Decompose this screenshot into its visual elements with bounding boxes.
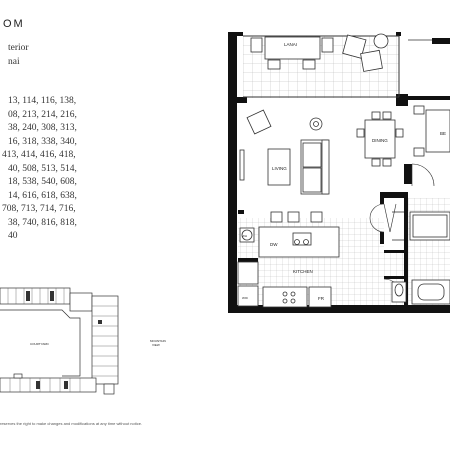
exterior-walls <box>228 32 450 313</box>
unit-row: 16, 318, 338, 340, <box>8 136 77 147</box>
site-label-mountain-view-1: MOUNTAIN <box>150 339 166 343</box>
label-washer-dryer: W/D <box>242 296 249 300</box>
site-building-south <box>0 377 97 393</box>
room-label-kitchen: KITCHEN <box>293 269 313 274</box>
disclaimer-text: reserves the right to make changes and m… <box>0 421 143 426</box>
site-label-mountain-view-2: VIEW <box>152 343 160 347</box>
unit-row: 13, 114, 116, 138, <box>8 96 77 106</box>
unit-row: 413, 414, 416, 418, <box>2 150 76 160</box>
room-label-bedroom: BE <box>440 131 446 136</box>
bath-fixtures <box>391 211 450 305</box>
room-label-dining: DINING <box>372 138 388 143</box>
floorplan-title: OM <box>3 18 25 30</box>
bedroom-furniture <box>413 105 450 157</box>
label-fridge: FR <box>318 296 325 301</box>
unit-row: 14, 616, 618, 638, <box>8 190 77 201</box>
dining-set <box>356 111 404 167</box>
living-furniture <box>239 109 330 195</box>
kitchen-cabinets <box>237 211 340 308</box>
subtitle-line-1: terior <box>8 43 29 53</box>
unit-row: 38, 740, 816, 818, <box>8 217 77 228</box>
room-label-lanai: LANAI <box>284 42 297 47</box>
site-building-north <box>0 287 71 305</box>
label-water-heater: WH <box>242 234 247 238</box>
unit-number-list: 13, 114, 116, 138, 08, 213, 214, 216, 38… <box>0 95 140 244</box>
unit-row: 38, 240, 308, 313, <box>8 123 77 133</box>
unit-row: 08, 213, 214, 216, <box>8 109 77 120</box>
label-dishwasher: DW <box>270 242 278 247</box>
closet-doors <box>383 203 397 233</box>
unit-row: 40, 508, 513, 514, <box>8 163 77 174</box>
unit-row: 40 <box>8 231 18 241</box>
site-plan <box>0 287 119 395</box>
site-label-courtyard: COURTYARD <box>30 342 50 346</box>
highlighted-units <box>26 291 102 389</box>
room-label-living: LIVING <box>272 166 287 171</box>
subtitle-line-2: nai <box>8 57 20 67</box>
unit-row: 708, 713, 714, 716, <box>2 204 76 214</box>
lanai-furniture <box>250 33 389 72</box>
unit-floor-plan: LANAI DINING LIVING <box>228 32 450 313</box>
unit-row: 18, 538, 540, 608, <box>8 177 77 187</box>
site-building-east <box>91 295 119 385</box>
